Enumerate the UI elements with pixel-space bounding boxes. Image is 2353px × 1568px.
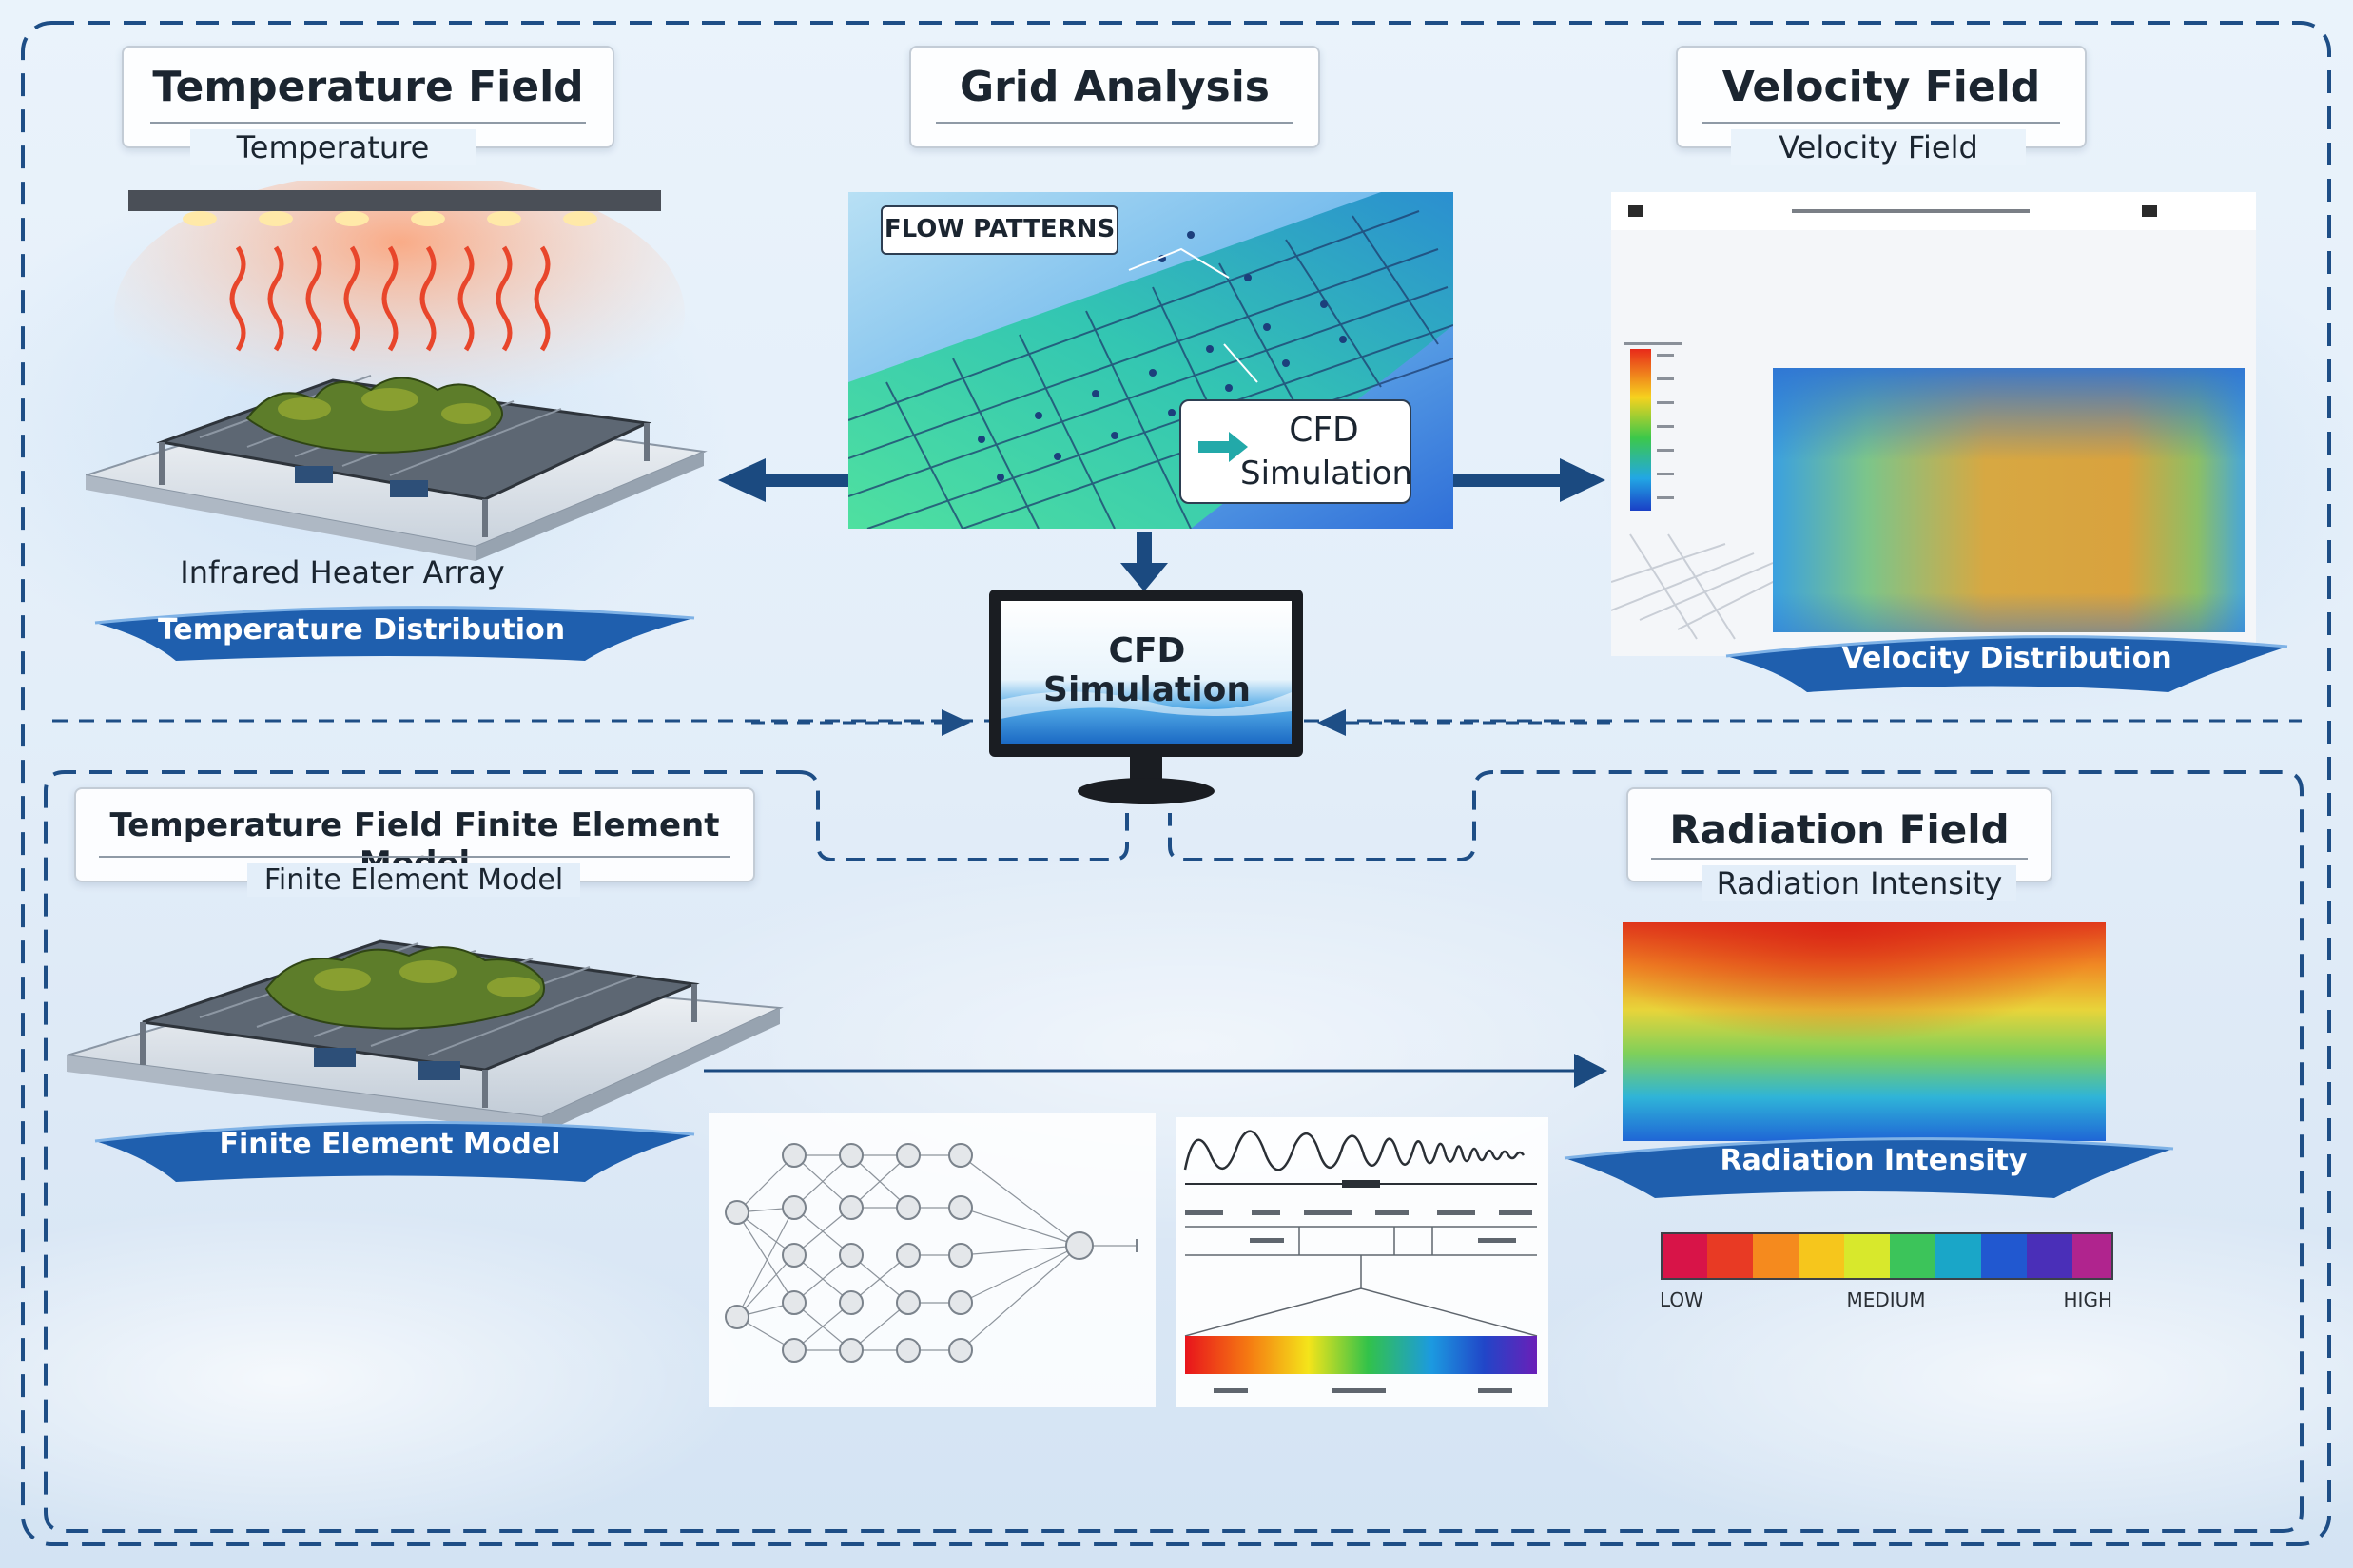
radiation-color-scale [1661, 1232, 2113, 1280]
flow-patterns-label: FLOW PATTERNS [884, 215, 1116, 243]
title-rule [150, 122, 586, 124]
fem-platform-illustration [67, 939, 784, 1133]
temperature-title: Temperature Field [152, 63, 584, 111]
arrow-grid-to-monitor [1120, 563, 1168, 591]
velocity-banner-shape [1725, 635, 2288, 692]
arrow-grid-to-temperature [718, 458, 766, 502]
velocity-banner: Velocity Distribution [1841, 642, 2172, 675]
radiation-title: Radiation Field [1669, 806, 2010, 853]
scale-label-high: HIGH [2063, 1288, 2112, 1311]
heater-bar [128, 190, 661, 211]
velocity-legend-bar [1630, 349, 1651, 511]
fem-subtitle: Finite Element Model [247, 863, 580, 897]
title-rule [1702, 122, 2060, 124]
bottom-frame [44, 770, 2304, 1533]
cfd-label-line1: CFD [1289, 411, 1359, 450]
flow-patterns-callout: FLOW PATTERNS [881, 205, 1118, 255]
radiation-scale-labels: LOW MEDIUM HIGH [1660, 1288, 2112, 1317]
velocity-simulation-window [1611, 192, 2256, 656]
grid-title: Grid Analysis [959, 63, 1270, 111]
radiation-banner-shape [1564, 1137, 2174, 1198]
title-rule [99, 856, 730, 858]
waveform-line [1183, 1130, 1526, 1171]
waveform-spectrum-panel [1176, 1117, 1548, 1407]
arrow-right-icon [1198, 432, 1248, 462]
velocity-subtitle: Velocity Field [1731, 129, 2026, 165]
temperature-banner-shape [94, 606, 695, 661]
flow-particles [978, 231, 1347, 481]
spectrum-bar [1185, 1336, 1537, 1374]
scale-swatches [1662, 1233, 2112, 1279]
heater-array-illustration [86, 181, 708, 561]
network-diagram [709, 1113, 1156, 1407]
monitor-illustration [989, 590, 1303, 804]
arrow-fem-to-radiation [1574, 1054, 1607, 1088]
fem-leaf-layer [264, 946, 545, 1030]
arrow-to-monitor-right [1317, 709, 1346, 736]
leaf-layer [245, 377, 503, 454]
radiation-subtitle: Radiation Intensity [1702, 865, 2016, 901]
scale-label-medium: MEDIUM [1846, 1288, 1926, 1311]
left-bracket [798, 770, 1129, 861]
title-rule [1651, 858, 2028, 860]
fem-banner-shape [94, 1121, 695, 1182]
radiation-heatmap [1623, 922, 2106, 1141]
temperature-banner: Temperature Distribution [157, 613, 566, 647]
cfd-simulation-callout: CFD Simulation [1179, 399, 1413, 504]
heat-waves [229, 245, 551, 352]
fem-banner: Finite Element Model [219, 1128, 561, 1161]
arrow-to-monitor-left [942, 709, 970, 736]
title-rule [936, 122, 1293, 124]
right-bracket [1168, 770, 1494, 861]
velocity-title: Velocity Field [1721, 63, 2041, 111]
temperature-subtitle: Temperature [190, 129, 476, 165]
cfd-label-line2: Simulation [1240, 455, 1413, 493]
radiation-banner: Radiation Intensity [1720, 1144, 2028, 1177]
monitor-label: CFD Simulation [1043, 631, 1251, 709]
grid-title-box: Grid Analysis [909, 46, 1320, 148]
arrow-grid-to-velocity [1560, 458, 1605, 502]
scale-label-low: LOW [1660, 1288, 1703, 1311]
network-nodes [725, 1143, 1094, 1363]
heater-array-caption: Infrared Heater Array [180, 554, 505, 590]
outer-frame [21, 21, 2331, 1546]
fem-title-box: Temperature Field Finite Element Model [74, 787, 755, 882]
